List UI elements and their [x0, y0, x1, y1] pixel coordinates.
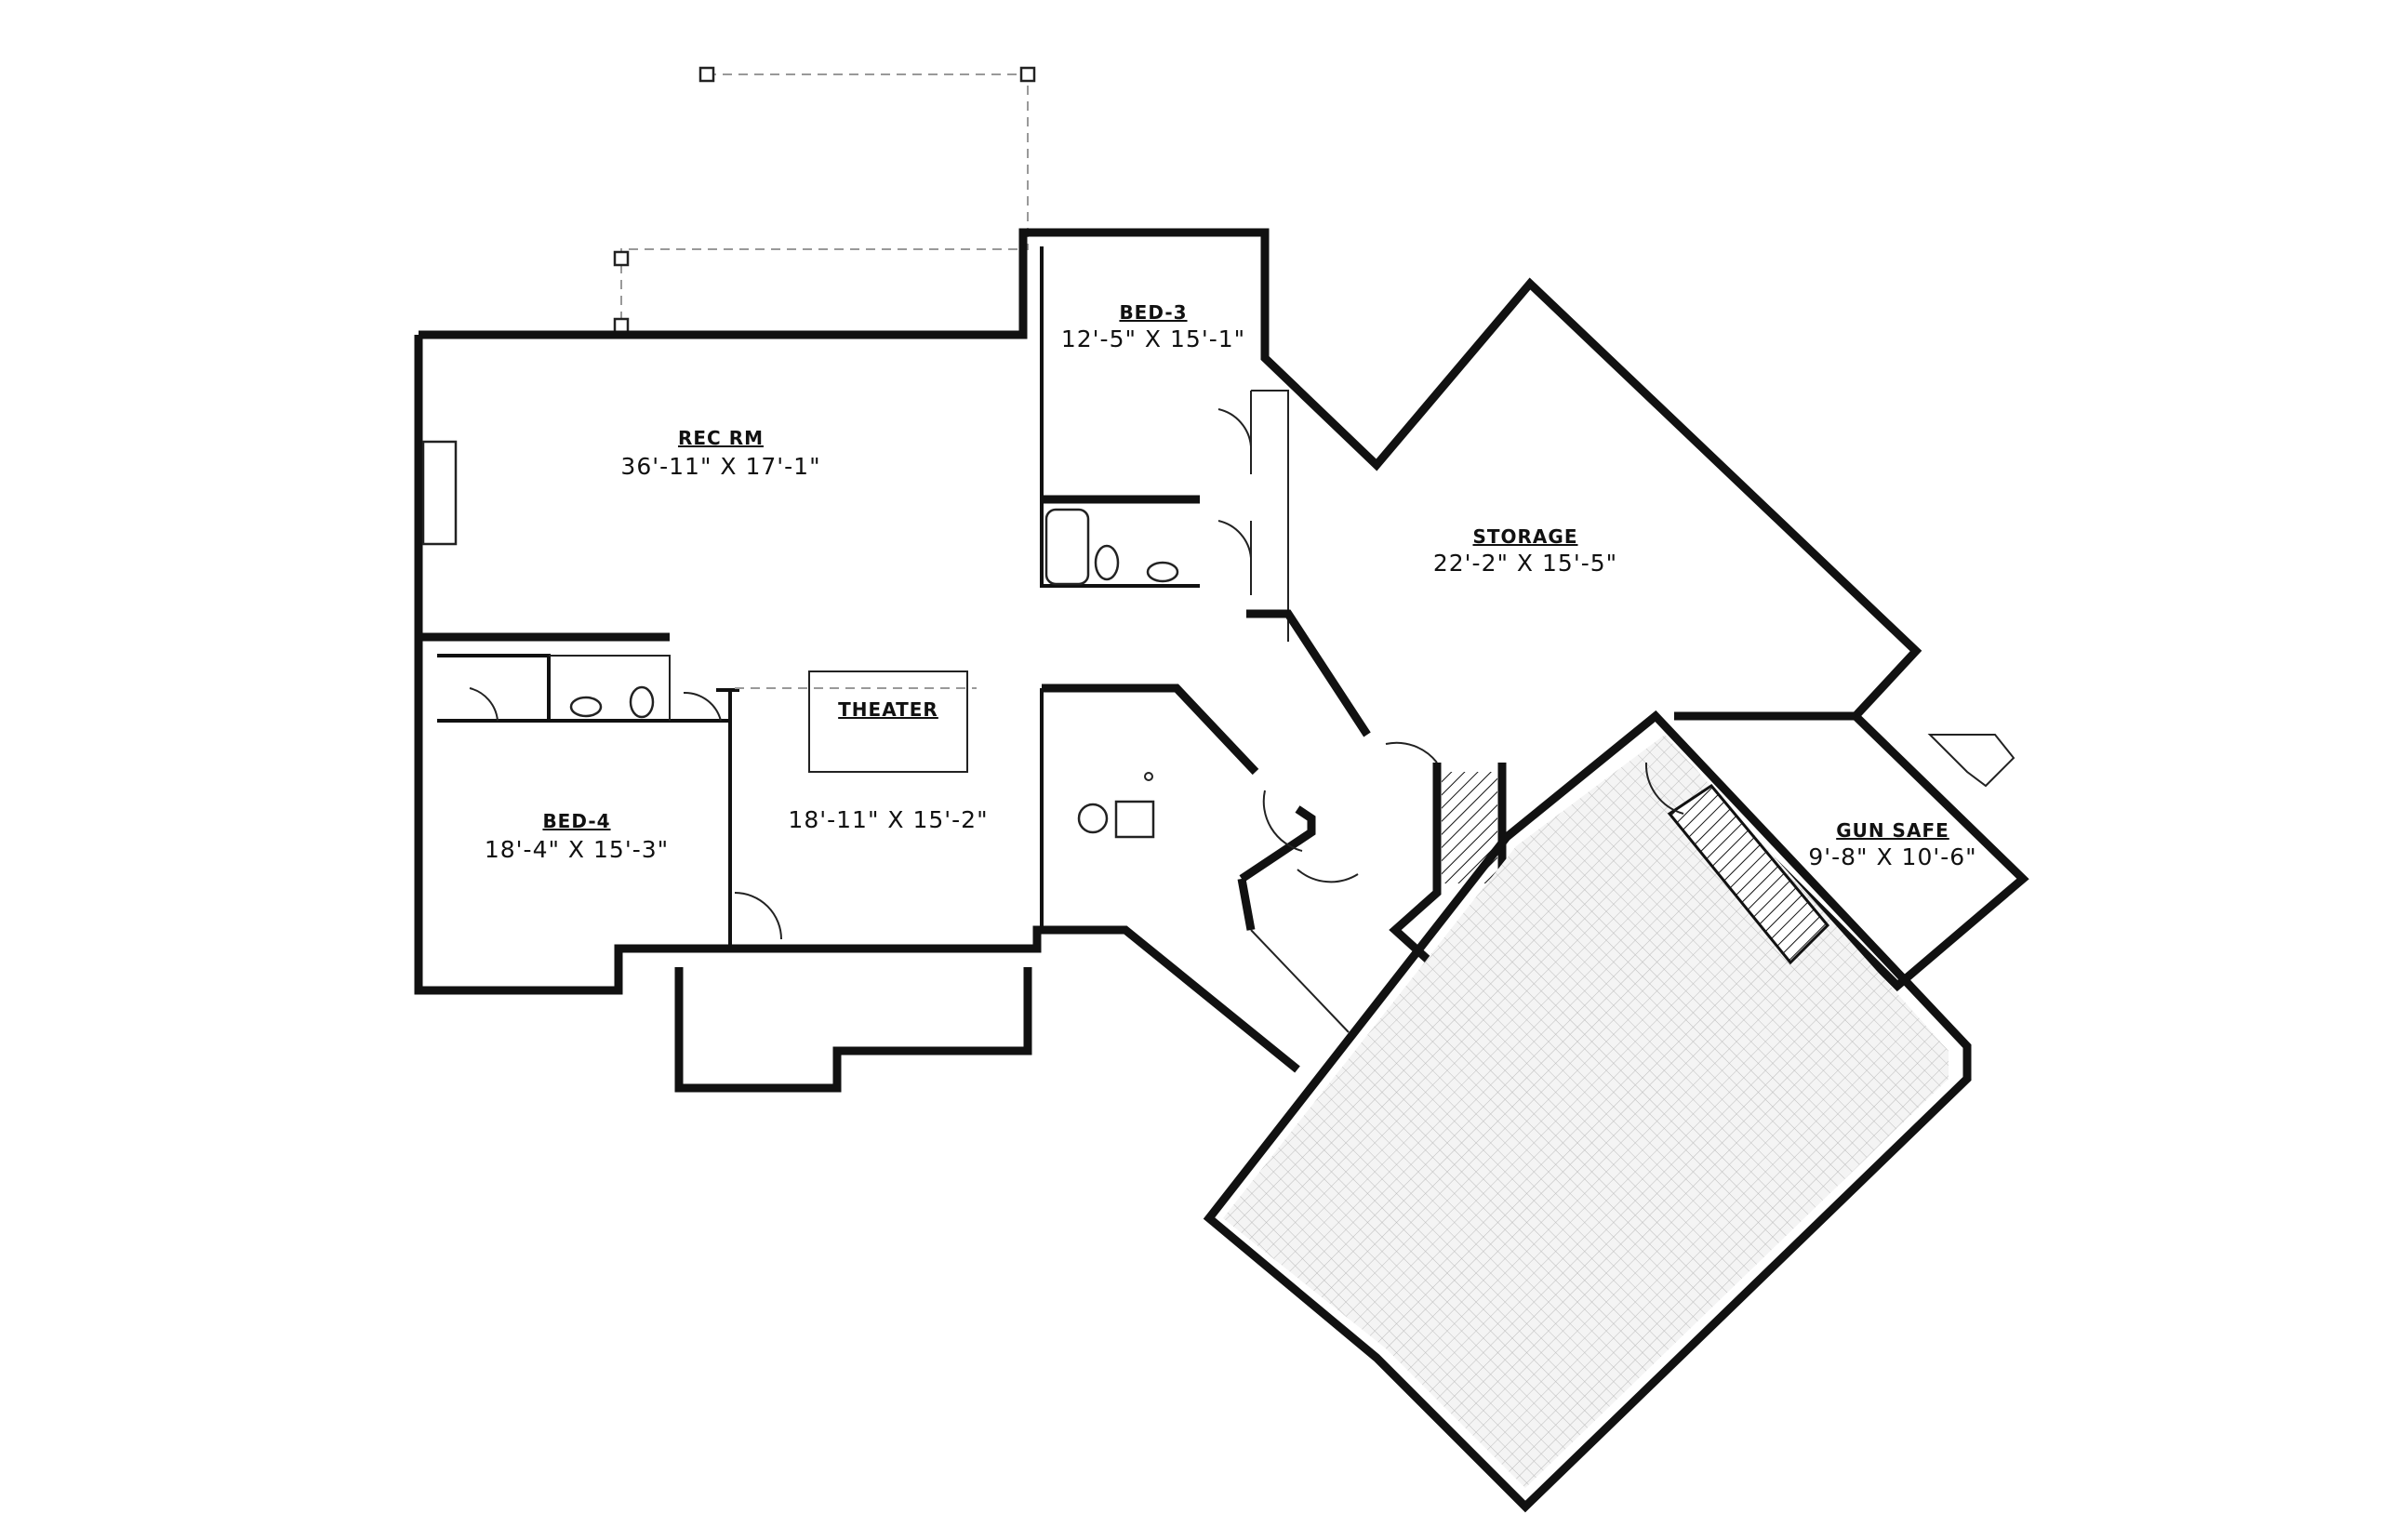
- gun-safe-size: 9'-8" X 10'-6": [1808, 843, 1976, 870]
- patio-post: [1019, 66, 1036, 83]
- bathtub: [1044, 508, 1090, 586]
- theater-label: THEATER: [838, 698, 938, 721]
- patio-post: [613, 250, 630, 267]
- door-swing[interactable]: [1644, 762, 1684, 815]
- exterior-wall-west: [414, 335, 1300, 1073]
- exterior-bumpout: [674, 967, 1032, 1093]
- door-swing[interactable]: [1297, 869, 1359, 883]
- bed4-theater-wall: [716, 688, 739, 949]
- theater-size: 18'-11" X 15'-2": [788, 806, 988, 833]
- water-heater-icon: [1077, 803, 1109, 834]
- toilet-icon: [1094, 544, 1120, 581]
- gun-safe-door-frame: [1927, 734, 2015, 788]
- storage-size: 22'-2" X 15'-5": [1433, 550, 1617, 577]
- hall-wall-lower: [1250, 929, 1350, 1033]
- sink-icon: [569, 696, 603, 718]
- door-swing[interactable]: [469, 687, 499, 722]
- theater-east-wall: [1042, 684, 1259, 776]
- rec-rm-size: 36'-11" X 17'-1": [620, 453, 820, 480]
- stair-treads[interactable]: [1442, 772, 1497, 883]
- covered-patio-outline: [620, 73, 1029, 330]
- bed-4-size: 18'-4" X 15'-3": [485, 836, 669, 863]
- sink-icon: [1146, 561, 1179, 583]
- toilet-icon: [629, 685, 655, 719]
- door-swing[interactable]: [734, 892, 782, 940]
- exterior-wall-rec: [419, 228, 1922, 721]
- bath-wall: [549, 655, 671, 721]
- patio-outline: [1203, 710, 1972, 1513]
- door-swing[interactable]: [1262, 790, 1303, 852]
- gun-safe-label: GUN SAFE: [1836, 819, 1949, 842]
- furnace-icon: [1114, 800, 1155, 839]
- door-swing[interactable]: [1217, 520, 1252, 559]
- hall-wall: [1237, 805, 1316, 931]
- light-fixture-icon: [1144, 772, 1153, 781]
- closet-walls: [1250, 390, 1289, 642]
- patio-stairs[interactable]: [1667, 784, 1830, 965]
- closet-wall-lower: [1246, 609, 1371, 737]
- bed-3-size: 12'-5" X 15'-1": [1061, 325, 1245, 352]
- patio-post: [698, 66, 715, 83]
- door-swing[interactable]: [1385, 741, 1438, 763]
- rec-rm-label: REC RM: [678, 427, 764, 449]
- storage-label: STORAGE: [1472, 525, 1577, 548]
- door-swing[interactable]: [1217, 408, 1252, 447]
- bed3-walls: [1040, 246, 1200, 588]
- bed-3-label: BED-3: [1119, 301, 1187, 324]
- theater-screen: [808, 670, 968, 773]
- bed-4-label: BED-4: [542, 810, 610, 832]
- fireplace: [421, 440, 458, 546]
- door-swing[interactable]: [683, 691, 722, 722]
- patio-post: [613, 317, 630, 334]
